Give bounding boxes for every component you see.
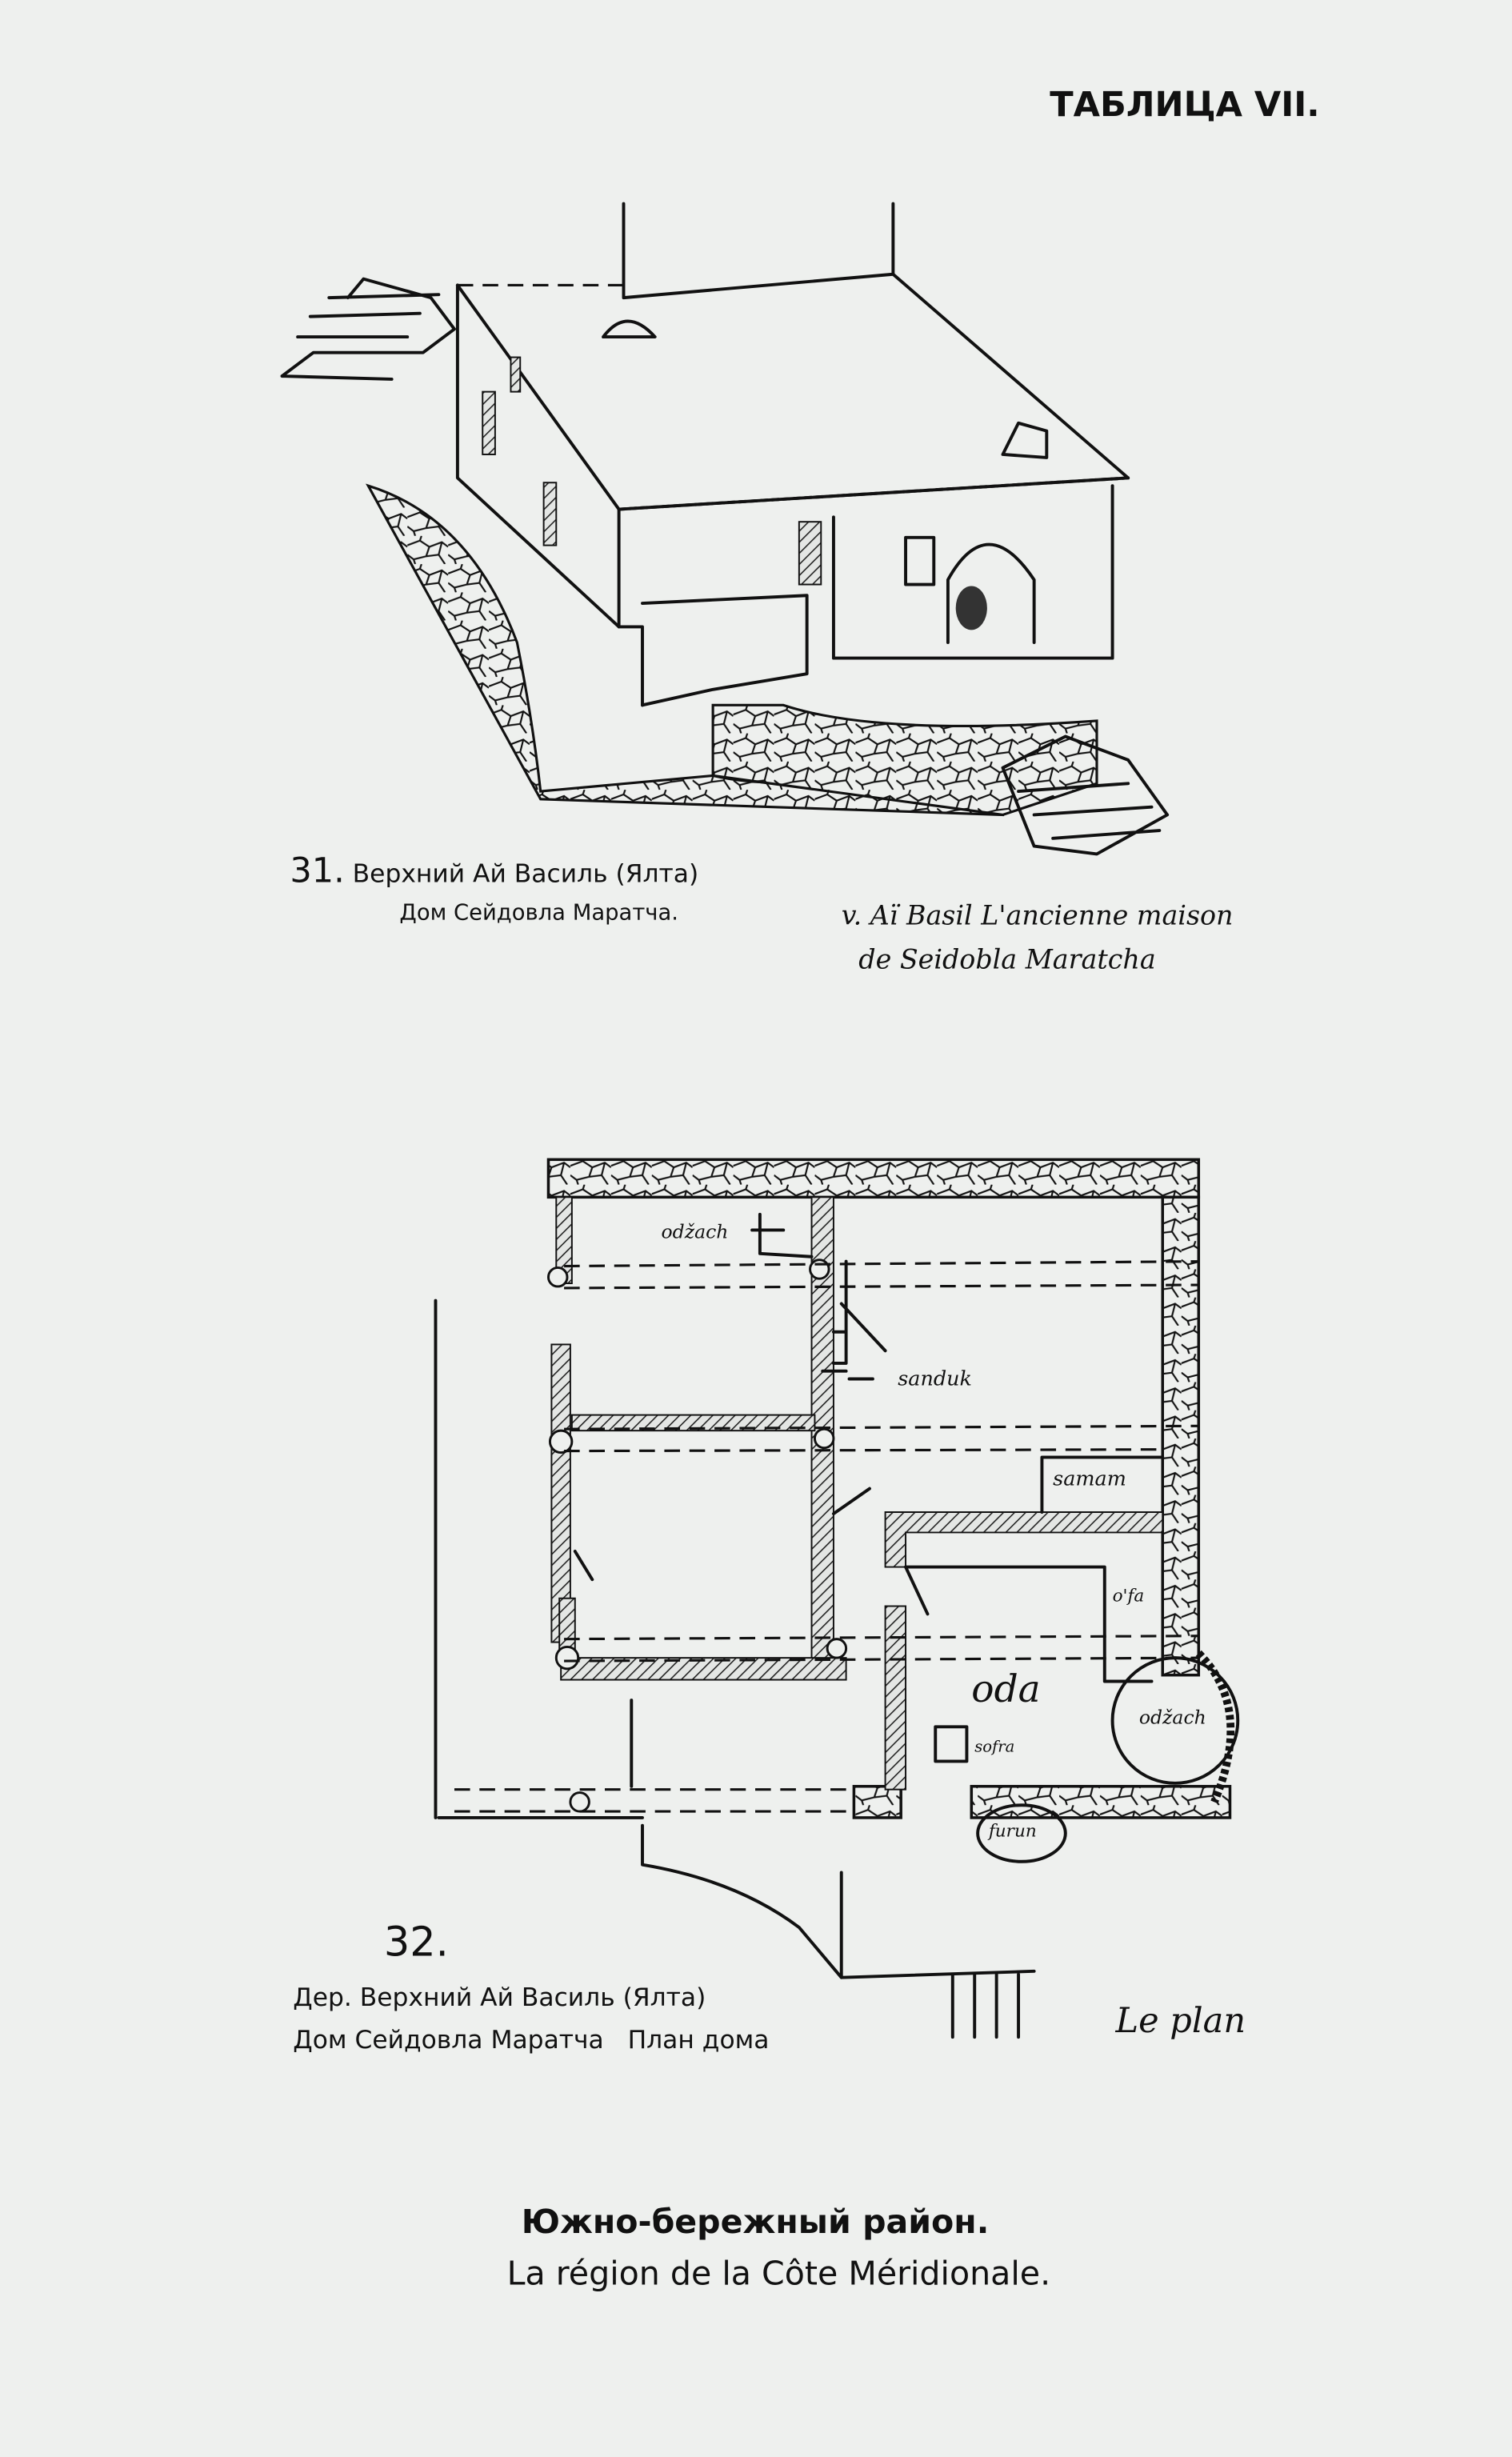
figure-31-number: 31. bbox=[290, 851, 345, 891]
figure-32-caption-fr: Le plan bbox=[1114, 2001, 1246, 2041]
figure-32-caption-ru-line1: Дер. Верхний Ай Василь (Ялта) bbox=[293, 1983, 706, 2012]
plan-label-sanduk: sanduk bbox=[898, 1367, 972, 1391]
plan-label-furun: furun bbox=[987, 1821, 1037, 1841]
plan-label-sofra: sofra bbox=[974, 1738, 1014, 1756]
plan-label-samam: samam bbox=[1053, 1467, 1126, 1491]
figure-31-caption-ru-line2: Дом Сейдовла Маратча. bbox=[399, 901, 678, 926]
figure-31-caption-fr-line1: v. Aï Basil L'ancienne maison bbox=[842, 900, 1234, 931]
floor-plan: odžach sanduk samam o'fa oda sofra odžac… bbox=[434, 1158, 1240, 2039]
figure-31-caption-fr-line2: de Seidobla Maratcha bbox=[858, 943, 1155, 974]
footer-title-ru: Южно-бережный район. bbox=[522, 2203, 990, 2241]
plate-label: ТАБЛИЦА VII. bbox=[1050, 85, 1319, 125]
plan-label-odzach-hearth: odžach bbox=[1139, 1706, 1206, 1728]
figure-31-caption-ru-line1: Верхний Ай Василь (Ялта) bbox=[353, 860, 699, 889]
plan-label-oda: oda bbox=[971, 1667, 1040, 1711]
house-sketch bbox=[280, 202, 1170, 856]
footer-title-fr: La région de la Côte Méridionale. bbox=[507, 2255, 1051, 2293]
figure-32-number: 32. bbox=[384, 1919, 449, 1966]
figure-32-caption-ru-line2: Дом Сейдовла Маратча План дома bbox=[293, 2026, 769, 2055]
plan-label-ofa: o'fa bbox=[1113, 1587, 1145, 1607]
plan-label-odzach-top: odžach bbox=[662, 1220, 729, 1243]
